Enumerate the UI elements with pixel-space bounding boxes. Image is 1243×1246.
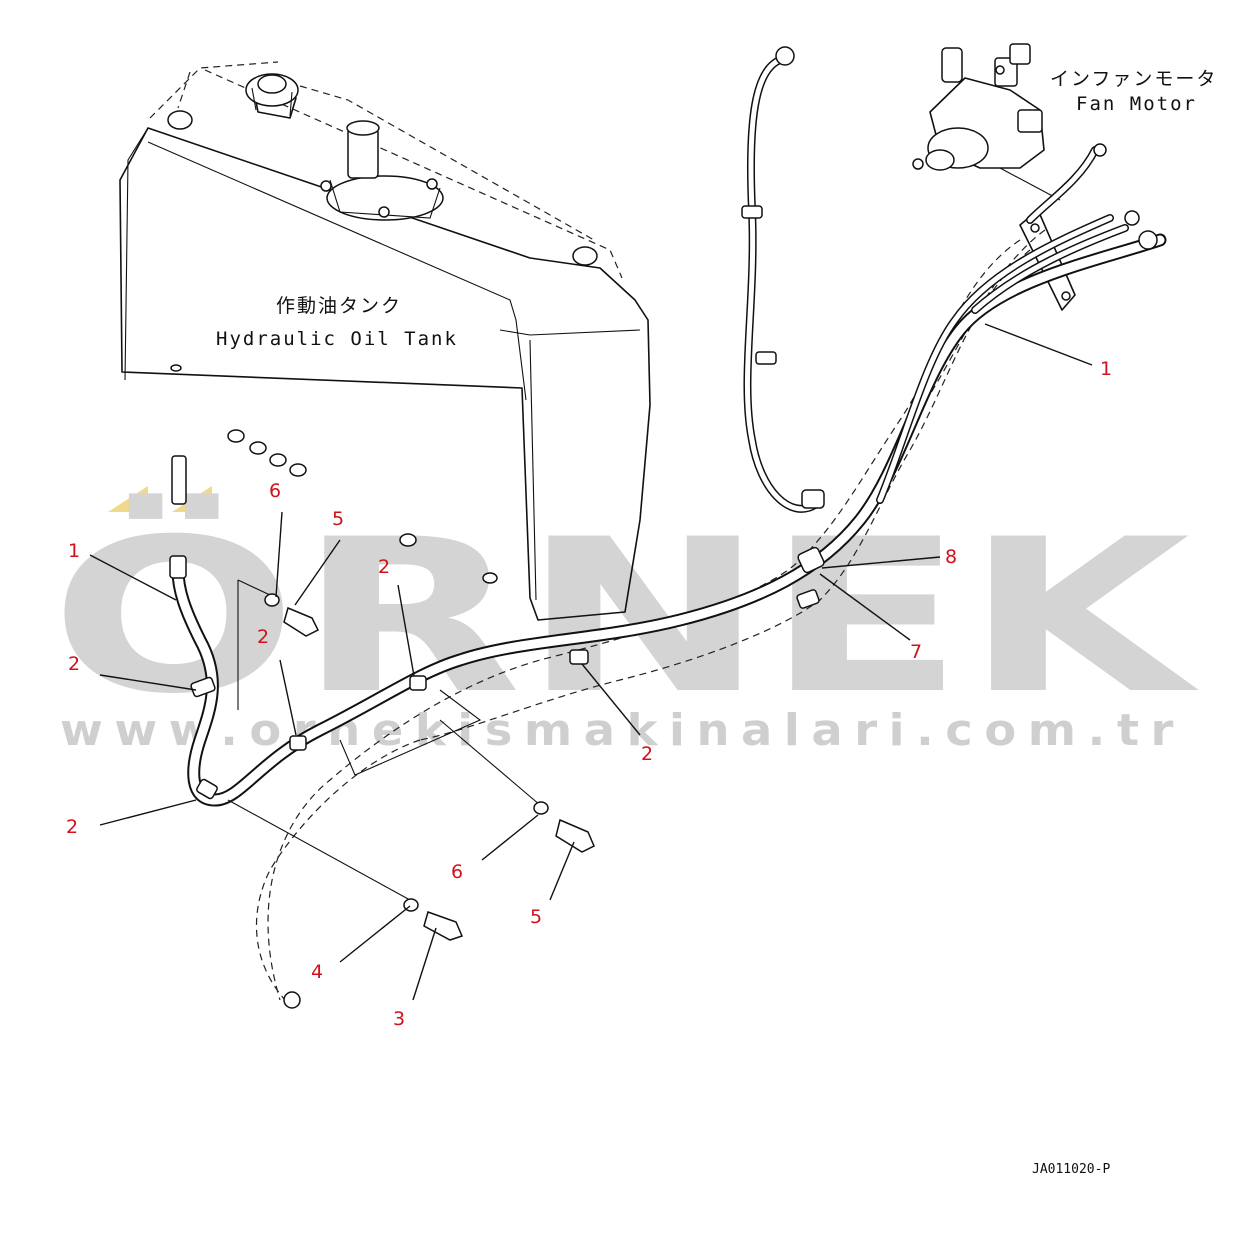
fan-motor-label-jp: インファンモータ: [1050, 68, 1217, 90]
tank-label-jp: 作動油タンク: [276, 295, 402, 317]
callout-2-left-lower: 2: [66, 816, 78, 838]
callout-leaders: [89, 323, 1093, 1001]
watermark-url: www.ornekismakinalari.com.tr: [60, 705, 1185, 756]
callout-5-upper: 5: [332, 508, 344, 530]
watermark: ÖRNEK www.ornekismakinalari.com.tr: [50, 486, 1199, 756]
watermark-accent-right: [172, 486, 212, 512]
hose-routing: [169, 46, 1167, 1009]
fan-motor-label-en: Fan Motor: [1076, 93, 1197, 115]
callout-2-left-upper: 2: [68, 653, 80, 675]
callout-7: 7: [910, 641, 922, 663]
callout-1-left: 1: [68, 540, 80, 562]
callout-6-upper: 6: [269, 480, 281, 502]
callouts: 1 1 2 2 2 2 2 2 3 4 5 5 6 6 7 8: [66, 358, 1112, 1030]
callout-2-center-right: 2: [641, 743, 653, 765]
callout-5-lower: 5: [530, 906, 542, 928]
watermark-accent-left: [108, 486, 148, 512]
callout-1-right: 1: [1100, 358, 1112, 380]
callout-2-center: 2: [378, 556, 390, 578]
tank-label-en: Hydraulic Oil Tank: [216, 328, 458, 350]
callout-2-center-left: 2: [257, 626, 269, 648]
callout-4: 4: [311, 961, 323, 983]
tank-bottom-ports: [170, 364, 498, 584]
callout-3: 3: [393, 1008, 405, 1030]
drawing-id: JA011020-P: [1032, 1162, 1110, 1177]
callout-6-lower: 6: [451, 861, 463, 883]
watermark-brand: ÖRNEK: [50, 493, 1199, 740]
hydraulic-oil-tank: 作動油タンク Hydraulic Oil Tank: [119, 61, 651, 621]
small-parts: [264, 593, 595, 941]
callout-8: 8: [945, 546, 957, 568]
fan-motor: インファンモータ Fan Motor: [912, 43, 1217, 201]
